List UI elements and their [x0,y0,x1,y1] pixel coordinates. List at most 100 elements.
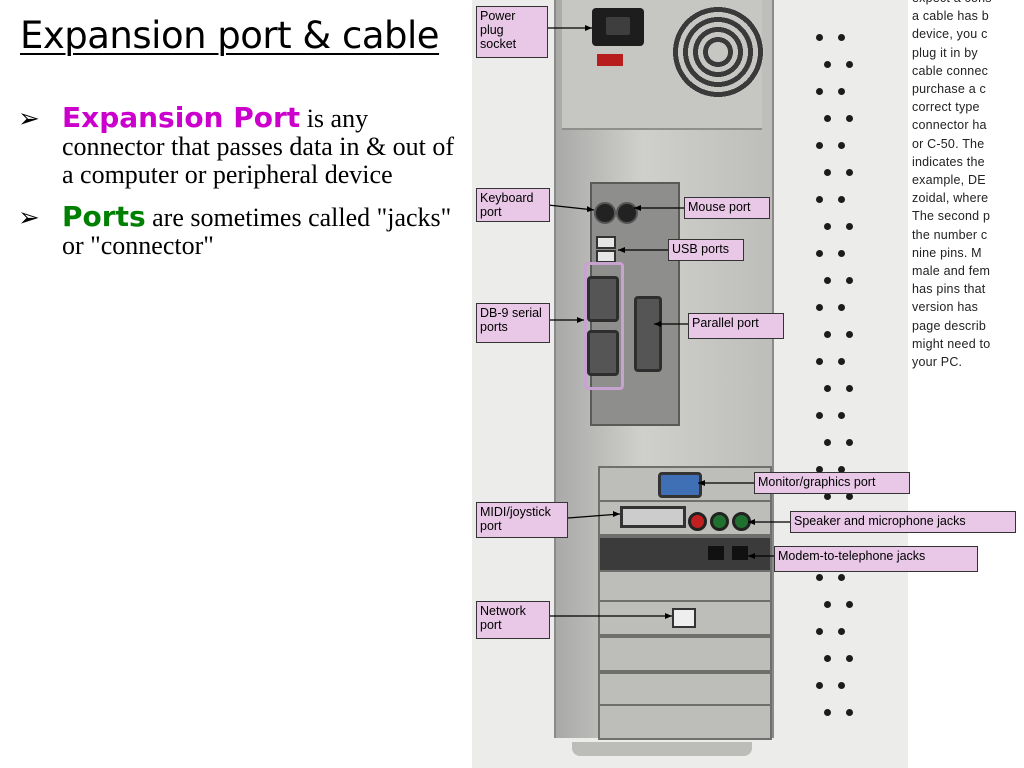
vent-hole [846,439,853,446]
db9-connector [587,330,619,376]
vent-hole [838,88,845,95]
callout-monitor-graphics-port: Monitor/graphics port [754,472,910,494]
vga-connector [658,472,702,498]
vent-hole [838,358,845,365]
arrowhead-icon [698,480,705,486]
parallel-connector [634,296,662,372]
vent-hole [846,169,853,176]
arrow-bullet-icon: ➢ [18,203,40,233]
article-line: cable connec [912,63,989,78]
callout-modem-telephone-jacks: Modem-to-telephone jacks [774,546,978,572]
article-line: device, you c [912,27,988,42]
callout-usb-ports: USB ports [668,239,744,261]
arrowhead-icon [634,205,641,211]
vent-hole [824,223,831,230]
arrowhead-icon [748,553,755,559]
vent-hole [838,304,845,311]
vent-hole [816,412,823,419]
vent-hole [838,142,845,149]
vent-hole [816,88,823,95]
vent-hole [824,709,831,716]
vent-hole [838,196,845,203]
vent-hole [824,655,831,662]
vent-hole [838,34,845,41]
leader-keyboard [547,204,595,211]
arrowhead-icon [613,511,620,517]
article-line: plug it in by [912,45,978,60]
term-expansion-port: Expansion Port [62,101,301,134]
rj11-connector [708,546,724,560]
vent-hole [846,493,853,500]
vent-hole [824,493,831,500]
midi-connector [620,506,686,528]
computer-rear-photo [472,0,908,768]
vent-hole [824,439,831,446]
article-line: your PC. [912,355,963,370]
article-line: a cable has b [912,9,989,24]
bullet-text: Expansion Port is any connector that pas… [62,104,454,189]
callout-leaders [546,25,790,619]
vent-hole [838,466,845,473]
arrowhead-icon [587,206,594,212]
db9-connector [587,276,619,322]
leader-midi [567,513,621,519]
article-line: male and fem [912,264,991,279]
callout-midi-joystick-port: MIDI/joystick port [476,502,568,538]
vent-hole [816,304,823,311]
arrowhead-icon [665,613,672,619]
vent-hole [846,601,853,608]
article-line: version has [912,300,979,315]
vent-hole [838,412,845,419]
vent-hole [838,628,845,635]
arrowhead-icon [748,519,755,525]
article-line: connector ha [912,118,987,133]
article-line: zoidal, where [912,191,989,206]
vent-hole [838,250,845,257]
vent-hole [824,331,831,338]
vent-hole [824,115,831,122]
case-foot [572,742,752,756]
article-line: has pins that [912,282,986,297]
article-line: page describ [912,318,986,333]
article-line: nine pins. M [912,245,982,260]
vent-hole [824,61,831,68]
power-socket-icon [592,8,644,46]
vent-hole [816,574,823,581]
article-line: purchase a c [912,82,986,97]
jack-red [688,512,707,531]
article-line: The second p [912,209,991,224]
vent-hole [816,358,823,365]
arrow-bullet-icon: ➢ [18,104,40,134]
article-line: might need to [912,336,991,351]
vent-hole [816,250,823,257]
vent-hole [838,682,845,689]
vent-hole [846,115,853,122]
vent-hole [846,709,853,716]
mouse-connector [616,202,638,224]
empty-slot-cover [598,704,772,740]
vent-hole [846,61,853,68]
callout-speaker-microphone-jacks: Speaker and microphone jacks [790,511,1016,533]
vent-hole [846,277,853,284]
bullet-list: ➢ Expansion Port is any connector that p… [18,104,458,274]
voltage-switch [597,54,623,66]
vent-hole [824,601,831,608]
article-line: or C-50. The [912,136,985,151]
vent-hole [846,655,853,662]
bullet-ports: ➢ Ports are sometimes called "jacks" or … [18,203,458,260]
article-line: correct type [912,100,980,115]
article-line: indicates the [912,154,985,169]
arrowhead-icon [585,25,592,31]
vent-hole [838,574,845,581]
vent-hole [846,223,853,230]
vent-hole [846,385,853,392]
term-ports: Ports [62,200,146,233]
fan-hub [708,42,728,62]
vent-hole [846,331,853,338]
slide-title: Expansion port & cable [20,14,440,57]
vent-hole [816,142,823,149]
serial-highlight [584,262,624,390]
keyboard-connector [594,202,616,224]
vent-hole [816,34,823,41]
